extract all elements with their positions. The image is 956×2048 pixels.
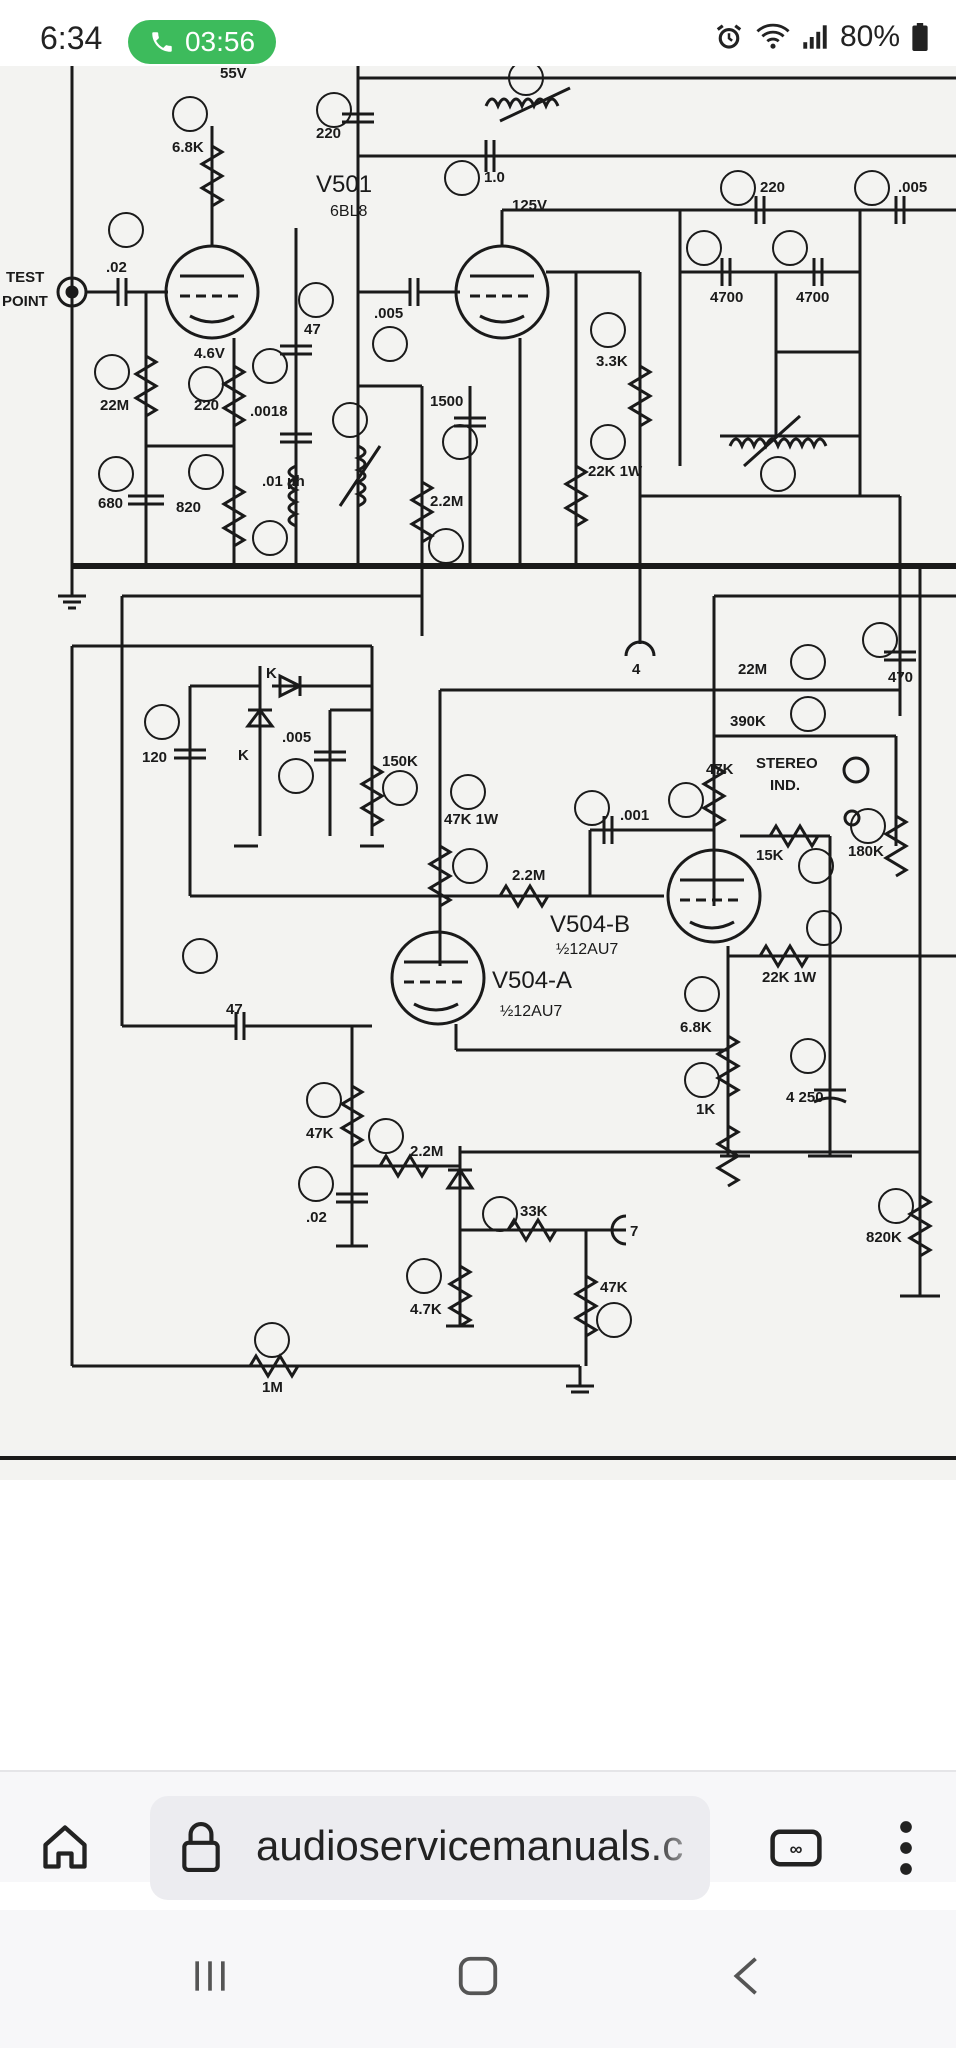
val-r502: 6.8K xyxy=(172,139,204,156)
val-c507: 220 xyxy=(316,125,341,142)
status-time: 6:34 xyxy=(40,20,103,56)
val-r511: 2.2M xyxy=(512,867,545,884)
val-r514: 4.7K xyxy=(410,1301,442,1318)
val-c505: 47 xyxy=(226,1001,243,1018)
more-menu-button[interactable] xyxy=(876,1812,936,1884)
home-button[interactable] xyxy=(30,1812,100,1882)
wifi-icon xyxy=(756,23,790,49)
tab-switcher-button[interactable]: ∞ xyxy=(760,1812,832,1884)
ongoing-call-chip[interactable]: 03:56 xyxy=(128,20,276,64)
tab-switcher-icon: ∞ xyxy=(770,1829,822,1867)
tube-v504a-label: V504-A xyxy=(492,967,572,994)
val-c517: 470 xyxy=(888,669,913,686)
more-icon xyxy=(900,1821,912,1875)
browser-toolbar: audioservicemanuals.c ∞ xyxy=(0,1770,956,1900)
tube-v504a-type: ½12AU7 xyxy=(500,1003,562,1020)
val-r524: 820K xyxy=(866,1229,902,1246)
val-r513: 2.2M xyxy=(410,1143,443,1160)
val-c520: 4700 xyxy=(796,289,829,306)
battery-percent: 80% xyxy=(839,20,900,53)
signal-icon xyxy=(803,25,827,49)
val-r506: 22K 1W xyxy=(588,463,643,480)
terminal-7: 7 xyxy=(630,1223,638,1240)
label-point: POINT xyxy=(2,293,48,310)
val-r520: 390K xyxy=(730,713,766,730)
svg-text:∞: ∞ xyxy=(790,1839,803,1859)
val-r507: 3.3K xyxy=(596,353,628,370)
val-r505: 2.2M xyxy=(430,493,463,510)
label-46v: 4.6V xyxy=(194,345,225,362)
val-c518: 4700 xyxy=(710,289,743,306)
home-icon xyxy=(43,1825,87,1869)
val-c510: .005 xyxy=(374,305,403,322)
val-c504: .005 xyxy=(282,729,311,746)
val-r509: 150K xyxy=(382,753,418,770)
back-icon xyxy=(733,1957,757,1995)
val-r518: 1K xyxy=(696,1101,715,1118)
val-c521: .005 xyxy=(898,179,927,196)
url-text: audioservicemanuals.c xyxy=(256,1822,684,1869)
val-r512: 47K xyxy=(306,1125,334,1142)
recent-apps-button[interactable] xyxy=(180,1946,240,2006)
address-bar[interactable]: audioservicemanuals.c xyxy=(150,1796,710,1900)
val-r516: 47K xyxy=(706,761,734,778)
home-nav-icon xyxy=(458,1956,498,1996)
terminal-4: 4 xyxy=(632,661,641,678)
phone-icon xyxy=(152,32,172,52)
val-c519: 220 xyxy=(760,179,785,196)
system-nav-bar xyxy=(0,1910,956,2048)
lock-icon xyxy=(182,1822,220,1872)
recent-apps-icon xyxy=(195,1961,225,1991)
home-nav-button[interactable] xyxy=(448,1946,508,2006)
val-r510: 47K 1W xyxy=(444,811,499,828)
val-r523: 180K xyxy=(848,843,884,860)
val-r517: 6.8K xyxy=(680,1019,712,1036)
val-r519: 22M xyxy=(738,661,767,678)
val-c503: 120 xyxy=(142,749,167,766)
back-button[interactable] xyxy=(716,1946,776,2006)
val-r501: 22M xyxy=(100,397,129,414)
val-r504: 820 xyxy=(176,499,201,516)
val-r565b: 1M xyxy=(262,1379,283,1396)
schematic-drawing: TEST POINT 55V 125V 4.6V STEREO IND. K K… xyxy=(0,66,956,1460)
val-c516: 4 250 xyxy=(786,1089,824,1106)
val-c515: .001 xyxy=(620,807,649,824)
tube-v501-type: 6BL8 xyxy=(330,203,367,220)
val-c506: .02 xyxy=(306,1209,327,1226)
val-r565: 47K xyxy=(600,1279,628,1296)
tube-v504b-label: V504-B xyxy=(550,911,630,938)
val-r515: 33K xyxy=(520,1203,548,1220)
val-c508: 47 xyxy=(304,321,321,338)
val-r521: 15K xyxy=(756,847,784,864)
label-stereo: STEREO xyxy=(756,755,818,772)
val-r522: 22K 1W xyxy=(762,969,817,986)
label-k2: K xyxy=(238,747,249,764)
val-c513: 1500 xyxy=(430,393,463,410)
val-l501: .01 µh xyxy=(262,473,305,490)
label-test: TEST xyxy=(6,269,44,286)
val-c502: 680 xyxy=(98,495,123,512)
tube-v501-label: V501 xyxy=(316,171,372,198)
alarm-icon xyxy=(716,24,742,49)
schematic-image[interactable]: TEST POINT 55V 125V 4.6V STEREO IND. K K… xyxy=(0,66,956,1480)
tube-v504b-type: ½12AU7 xyxy=(556,941,618,958)
battery-icon xyxy=(912,23,928,51)
val-r503: 220 xyxy=(194,397,219,414)
val-c509: .0018 xyxy=(250,403,288,420)
url-fade xyxy=(650,1796,710,1900)
label-55v: 55V xyxy=(220,66,247,82)
val-c512: 1.0 xyxy=(484,169,505,186)
label-ind: IND. xyxy=(770,777,800,794)
call-timer: 03:56 xyxy=(184,26,256,57)
label-125v: 125V xyxy=(512,197,547,214)
status-icons: 80% xyxy=(714,20,928,54)
label-k1: K xyxy=(266,665,277,682)
val-c501: .02 xyxy=(106,259,127,276)
